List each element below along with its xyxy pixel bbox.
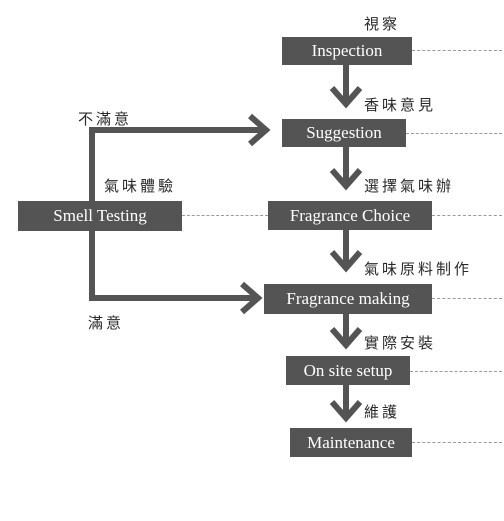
smell-testing-box: Smell Testing: [18, 201, 182, 231]
step-inspection: Inspection: [282, 37, 412, 65]
arrow-choice-to-making-head: [329, 250, 363, 273]
arrow-to-suggestion-head: [248, 113, 271, 147]
guide-line: [410, 371, 502, 372]
guide-line: [432, 298, 502, 299]
guide-line: [182, 215, 268, 216]
arrow-to-fragrance-making-head: [240, 281, 263, 315]
label-fragrance-making-zh: 氣味原料制作: [364, 260, 473, 278]
step-maintenance: Maintenance: [290, 428, 412, 457]
label-fragrance-choice-zh: 選擇氣味辦: [364, 177, 455, 195]
label-smell-testing-zh: 氣味體驗: [104, 177, 177, 195]
arrow-setup-to-maintenance-head: [329, 400, 363, 423]
arrow-suggestion-to-choice-head: [329, 168, 363, 191]
guide-line: [432, 215, 502, 216]
label-satisfied: 滿意: [88, 314, 125, 332]
label-suggestion-zh: 香味意見: [364, 96, 437, 114]
label-maintenance-zh: 維護: [364, 403, 401, 421]
arrow-inspection-to-suggestion-head: [329, 86, 363, 109]
arrow-making-to-setup-head: [329, 327, 363, 350]
guide-line: [412, 50, 502, 51]
label-unsatisfied: 不滿意: [78, 110, 133, 128]
label-on-site-setup-zh: 實際安裝: [364, 334, 437, 352]
step-fragrance-making: Fragrance making: [264, 284, 432, 314]
step-suggestion: Suggestion: [282, 119, 406, 147]
label-inspection-zh: 視察: [364, 15, 401, 33]
step-fragrance-choice: Fragrance Choice: [268, 201, 432, 230]
step-on-site-setup: On site setup: [286, 356, 410, 385]
guide-line: [412, 442, 502, 443]
guide-line: [406, 133, 502, 134]
